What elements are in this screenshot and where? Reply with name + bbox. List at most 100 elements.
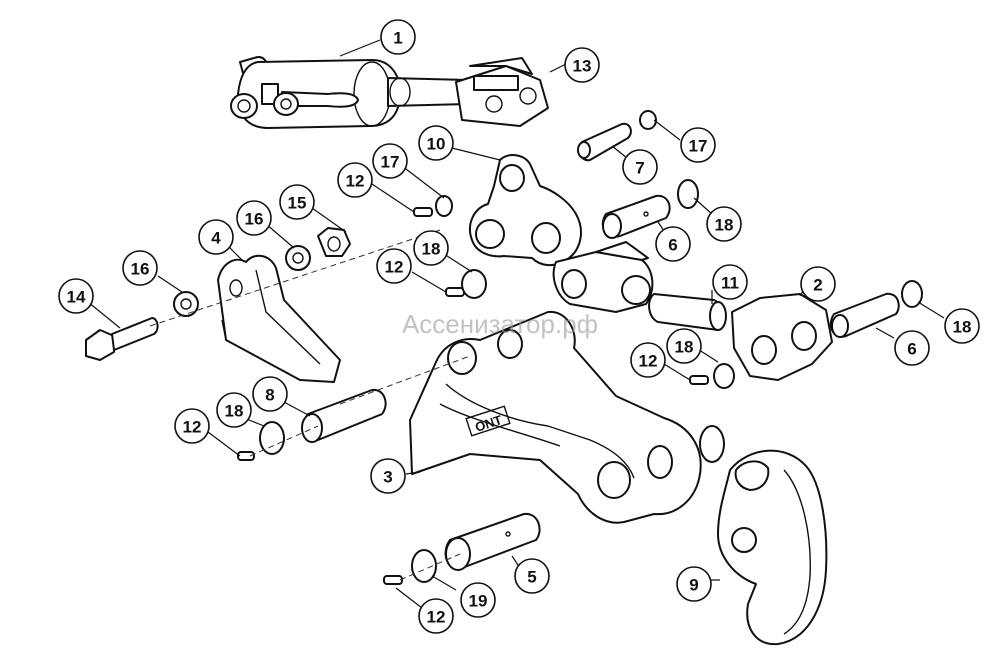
callout-2: 2 [800,266,836,302]
callout-label: 5 [527,568,536,587]
part-12-grease-nipple-b [445,287,465,297]
callout-circle [800,266,836,302]
callout-circle [418,598,454,634]
callout-circle [236,200,272,236]
callout-label: 6 [907,340,916,359]
callout-label: 7 [635,159,644,178]
part-12-grease-nipple-e [383,575,403,585]
callout-circle [174,408,210,444]
callout-6: 6 [894,330,930,366]
callout-16: 16 [236,200,272,236]
part-18-circlip-d [699,425,725,463]
callout-label: 18 [422,240,441,259]
part-12-grease-nipple-c [689,375,709,385]
callout-5: 5 [514,558,550,594]
part-1-hydraulic-cylinder [230,56,549,129]
callout-19: 19 [460,582,496,618]
part-2-clevis-bracket [731,293,833,381]
callout-7: 7 [622,149,658,185]
callout-label: 12 [385,258,404,277]
callout-label: 9 [689,576,698,595]
part-12-grease-nipple-d [237,451,255,461]
callout-17: 17 [372,143,408,179]
callout-12: 12 [337,162,373,198]
callout-17: 17 [680,127,716,163]
callout-label: 12 [346,172,365,191]
part-5-pin-large [444,512,541,571]
part-6-pin-lower [829,292,900,338]
part-17-circlip-a [435,195,453,217]
callout-circle [944,308,980,344]
callout-label: 8 [265,386,274,405]
part-18-circlip-b [713,363,735,389]
callout-13: 13 [564,47,600,83]
callout-label: 17 [381,153,400,172]
callout-circle [680,127,716,163]
callout-label: 15 [288,194,307,213]
callout-circle [655,226,691,262]
part-10-link-plate [469,154,582,266]
callout-circle [198,219,234,255]
callout-circle [370,458,406,494]
callout-circle [418,125,454,161]
callout-label: 12 [427,608,446,627]
callout-label: 16 [245,210,264,229]
part-16-washer-b [173,291,199,317]
callout-circle [58,278,94,314]
part-8-pin [301,388,387,443]
callout-12: 12 [376,248,412,284]
part-15-nut [317,227,351,257]
leader-lines [87,39,945,609]
callout-3: 3 [370,458,406,494]
part-12-grease-nipple-a [413,207,433,217]
callout-label: 19 [469,592,488,611]
callout-18: 18 [944,308,980,344]
callout-circle [514,558,550,594]
callout-label: 10 [427,135,446,154]
callout-12: 12 [630,342,666,378]
watermark: Ассенизатор.рф [402,309,598,339]
callout-circle [894,330,930,366]
callout-circle [712,264,748,300]
callout-label: 17 [689,137,708,156]
callout-label: 1 [393,29,402,48]
callout-circle [376,248,412,284]
callout-14: 14 [58,278,94,314]
part-4-bracket [217,254,341,383]
callout-15: 15 [279,184,315,220]
callout-label: 6 [668,236,677,255]
callout-circle [630,342,666,378]
callout-circle [252,376,288,412]
part-6-pin-upper [601,179,699,239]
part-7-pin [577,110,657,162]
callout-1: 1 [380,19,416,55]
part-9-counterweight [717,449,828,646]
callout-label: 13 [573,57,592,76]
callout-circle [622,149,658,185]
callout-label: 2 [813,276,822,295]
callout-8: 8 [252,376,288,412]
callout-11: 11 [712,264,748,300]
callout-circle [337,162,373,198]
callout-circle [706,206,742,242]
callout-16: 16 [122,250,158,286]
callout-label: 18 [953,318,972,337]
callout-label: 12 [639,352,658,371]
callout-label: 14 [67,288,86,307]
part-14-bolt [85,317,159,361]
callout-18: 18 [666,328,702,364]
part-18-circlip-c [901,280,923,308]
callout-9: 9 [676,566,712,602]
part-yoke [552,241,654,313]
callout-10: 10 [418,125,454,161]
callout-12: 12 [174,408,210,444]
callout-label: 11 [721,274,739,293]
callout-12: 12 [418,598,454,634]
callout-4: 4 [198,219,234,255]
part-18-circlip-e [259,421,285,455]
callout-circle [216,392,252,428]
callout-circle [564,47,600,83]
callout-label: 3 [383,468,392,487]
